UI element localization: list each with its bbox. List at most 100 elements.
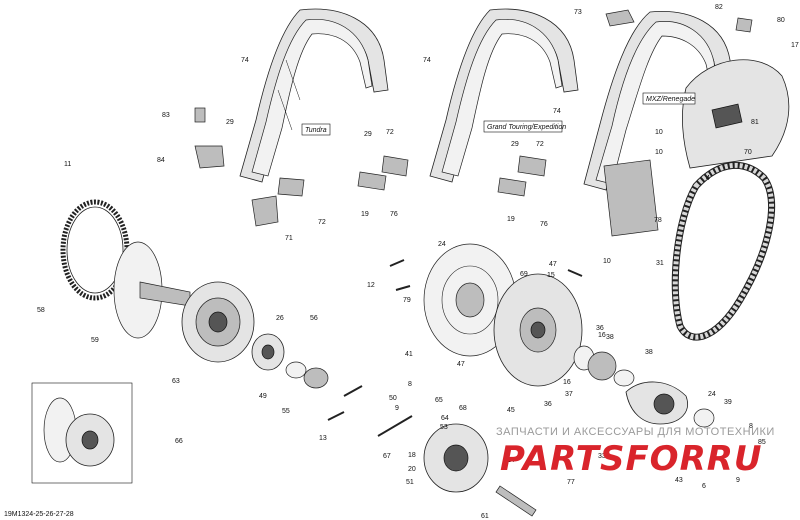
callout: 70 — [744, 149, 752, 156]
driven-fixed-sheave — [423, 243, 517, 357]
belt-guard-grand-touring — [429, 8, 579, 183]
callout: 72 — [536, 141, 544, 148]
callout: 36 — [596, 325, 604, 332]
shafts-and-bolts — [327, 259, 583, 517]
callout: 20 — [408, 466, 416, 473]
callout: 31 — [656, 260, 664, 267]
drive-pulley-assembly — [181, 281, 255, 363]
callout: 74 — [423, 57, 431, 64]
callout: 65 — [435, 397, 443, 404]
callout: 8 — [749, 423, 753, 430]
callout: 41 — [405, 351, 413, 358]
callout: 4 — [706, 175, 710, 182]
callout: 16 — [598, 332, 606, 339]
callout: 67 — [383, 453, 391, 460]
callout: 74 — [241, 57, 249, 64]
callout: 58 — [37, 307, 45, 314]
callout: 8 — [408, 381, 412, 388]
callout: 11 — [64, 161, 71, 168]
callout: 45 — [507, 407, 515, 414]
spider-and-spring — [251, 333, 329, 389]
watermark-logo: PARTSFORRU — [500, 439, 763, 479]
callout: 26 — [276, 315, 284, 322]
callout: 9 — [736, 477, 740, 484]
callout: 80 — [777, 17, 785, 24]
callout: 49 — [259, 393, 267, 400]
callout: 39 — [724, 399, 732, 406]
callout: 76 — [540, 221, 548, 228]
callout: 72 — [386, 129, 394, 136]
callout: 24 — [438, 241, 446, 248]
callout: 15 — [547, 272, 555, 279]
callout: 77 — [567, 479, 575, 486]
callout: 82 — [715, 4, 723, 11]
callout: 10 — [655, 149, 663, 156]
callout: 10 — [603, 258, 611, 265]
callout: 84 — [157, 157, 165, 164]
inset-pulley — [31, 382, 133, 484]
callout: 38 — [645, 349, 653, 356]
callout: 6 — [702, 483, 706, 490]
callout: 74 — [553, 108, 561, 115]
belt-guard-cover — [682, 59, 790, 169]
fixed-sheave — [113, 241, 191, 339]
callout: 55 — [282, 408, 290, 415]
driven-springs — [573, 345, 635, 387]
callout: 76 — [390, 211, 398, 218]
roller-weight-housing — [423, 423, 489, 493]
callout: 59 — [91, 337, 99, 344]
callout: 71 — [285, 235, 293, 242]
callout: 19 — [361, 211, 369, 218]
label-mxz: MXZ/Renegade — [646, 96, 695, 103]
callout: 81 — [751, 119, 759, 126]
callout: 29 — [511, 141, 519, 148]
callout: 47 — [549, 261, 557, 268]
callout: 61 — [481, 513, 489, 520]
callout: 10 — [655, 129, 663, 136]
callout: 29 — [226, 119, 234, 126]
label-grand-touring: Grand Touring/Expedition — [487, 124, 566, 131]
callout: 56 — [310, 315, 318, 322]
callout: 38 — [606, 334, 614, 341]
guard-brackets — [194, 9, 753, 237]
callout: 43 — [675, 477, 683, 484]
callout: 18 — [408, 452, 416, 459]
callout: 53 — [440, 424, 448, 431]
callout: 63 — [172, 378, 180, 385]
callout: 36 — [544, 401, 552, 408]
drive-belt — [671, 162, 776, 341]
callout: 37 — [565, 391, 573, 398]
callout: 73 — [574, 9, 582, 16]
callout: 13 — [319, 435, 327, 442]
label-mxz-box: MXZ/Renegade — [642, 92, 696, 105]
callout: 9 — [395, 405, 399, 412]
callout: 17 — [791, 42, 799, 49]
callout: 79 — [403, 297, 411, 304]
callout: 66 — [175, 438, 183, 445]
callout: 47 — [457, 361, 465, 368]
callout: 69 — [520, 271, 528, 278]
callout: 68 — [459, 405, 467, 412]
callout: 19 — [507, 216, 515, 223]
callout: 24 — [708, 391, 716, 398]
callout: 29 — [364, 131, 372, 138]
driven-movable-sheave — [493, 273, 583, 387]
cam-assembly — [625, 381, 715, 428]
label-grand-touring-box: Grand Touring/Expedition — [483, 120, 566, 133]
callout: 85 — [758, 439, 766, 446]
callouts: 74 74 74 73 82 80 17 81 70 83 29 84 72 2… — [37, 4, 799, 520]
label-tundra: Tundra — [305, 127, 327, 134]
callout: 72 — [318, 219, 326, 226]
callout: 12 — [367, 282, 375, 289]
callout: 64 — [441, 415, 449, 422]
label-tundra-box: Tundra — [301, 123, 331, 136]
callout: 51 — [406, 479, 414, 486]
callout: 16 — [563, 379, 571, 386]
callout: 78 — [654, 217, 662, 224]
drawing-reference-code: 19M1324-25-26-27-28 — [4, 511, 74, 518]
watermark-tagline: ЗАПЧАСТИ И АКСЕССУАРЫ ДЛЯ МОТОТЕХНИКИ — [496, 426, 775, 438]
belt-guard-tundra — [239, 8, 389, 183]
callout: 14 — [507, 457, 515, 464]
callout: 33 — [598, 453, 606, 460]
